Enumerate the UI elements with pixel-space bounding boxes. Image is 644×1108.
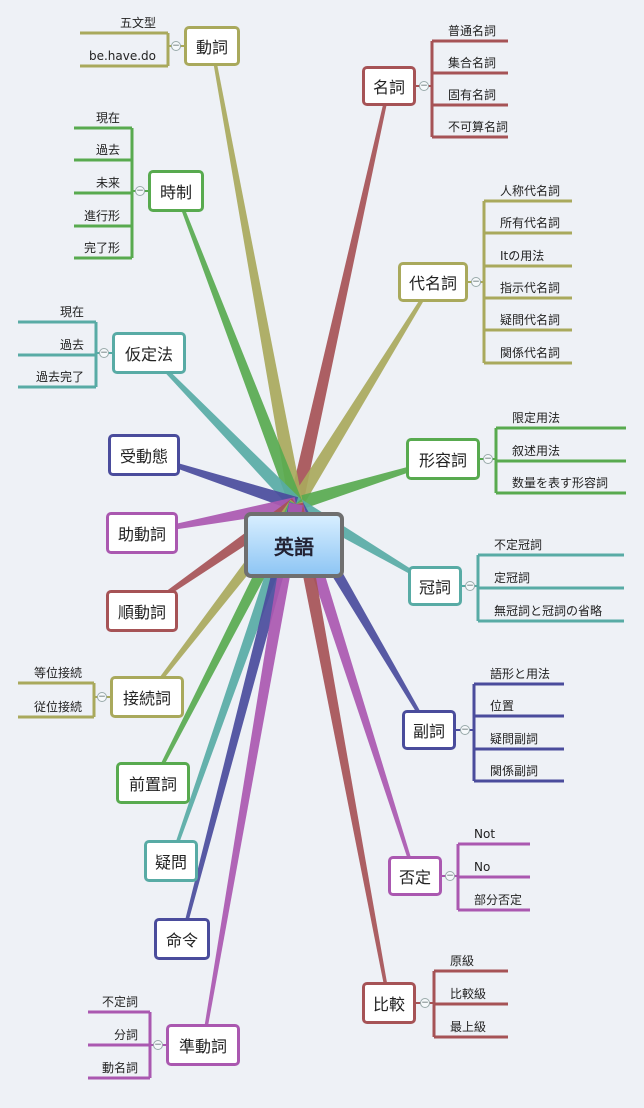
- branch-connector: [289, 85, 391, 506]
- subtopic-item[interactable]: 部分否定: [474, 893, 523, 907]
- subtopic-item[interactable]: 数量を表す形容詞: [512, 476, 609, 490]
- branch-connector: [290, 281, 435, 508]
- collapse-toggle-icon[interactable]: −: [420, 998, 430, 1008]
- subtopic-item[interactable]: 疑問副詞: [490, 732, 539, 746]
- collapse-toggle-icon[interactable]: −: [97, 692, 107, 702]
- topic-node[interactable]: 接続詞: [110, 676, 184, 718]
- branch-connector: [141, 497, 298, 535]
- collapse-toggle-icon[interactable]: −: [465, 581, 475, 591]
- subtopic-item[interactable]: 位置: [490, 699, 515, 713]
- subtopic-item[interactable]: 限定用法: [512, 411, 561, 425]
- subtopic-item[interactable]: 現在: [59, 305, 84, 319]
- subtopic-item[interactable]: 関係副詞: [490, 764, 539, 778]
- subtopic-item[interactable]: 過去完了: [35, 370, 84, 384]
- subtopic-item[interactable]: be.have.do: [88, 49, 156, 63]
- subtopic-item[interactable]: 未来: [95, 176, 120, 190]
- topic-node[interactable]: 仮定法: [112, 332, 186, 374]
- subtopic-item[interactable]: 所有代名詞: [500, 216, 561, 230]
- collapse-toggle-icon[interactable]: −: [135, 186, 145, 196]
- branch-connector: [210, 45, 303, 506]
- central-topic[interactable]: 英語: [244, 512, 344, 578]
- collapse-toggle-icon[interactable]: −: [483, 454, 493, 464]
- subtopic-item[interactable]: 固有名詞: [448, 88, 497, 102]
- subtopic-item[interactable]: 指示代名詞: [500, 281, 561, 295]
- subtopic-item[interactable]: Itの用法: [500, 249, 545, 263]
- topic-node[interactable]: 受動態: [108, 434, 180, 476]
- topic-node[interactable]: 副詞: [402, 710, 456, 750]
- topic-node[interactable]: 命令: [154, 918, 210, 960]
- subtopic-item[interactable]: 過去: [59, 338, 84, 352]
- subtopic-item[interactable]: Not: [474, 827, 496, 841]
- subtopic-item[interactable]: 疑問代名詞: [500, 313, 561, 327]
- subtopic-item[interactable]: 不定詞: [101, 995, 138, 1009]
- branch-connector: [174, 190, 303, 507]
- topic-node[interactable]: 前置詞: [116, 762, 190, 804]
- collapse-toggle-icon[interactable]: −: [99, 348, 109, 358]
- subtopic-item[interactable]: 現在: [95, 111, 120, 125]
- branch-connector: [143, 453, 299, 511]
- subtopic-item[interactable]: 語形と用法: [490, 667, 551, 681]
- collapse-toggle-icon[interactable]: −: [419, 81, 429, 91]
- branch-connector: [289, 502, 391, 1004]
- collapse-toggle-icon[interactable]: −: [153, 1040, 163, 1050]
- topic-node[interactable]: 代名詞: [398, 262, 468, 302]
- branch-connector: [201, 502, 303, 1046]
- subtopic-item[interactable]: 進行形: [83, 209, 120, 223]
- subtopic-item[interactable]: 完了形: [83, 241, 120, 255]
- collapse-toggle-icon[interactable]: −: [460, 725, 470, 735]
- subtopic-item[interactable]: 集合名詞: [448, 56, 497, 70]
- subtopic-item[interactable]: 不定冠詞: [494, 538, 543, 552]
- subtopic-item[interactable]: 人称代名詞: [500, 184, 561, 198]
- topic-node[interactable]: 助動詞: [106, 512, 178, 554]
- subtopic-item[interactable]: 五文型: [119, 16, 156, 30]
- subtopic-item[interactable]: 叙述用法: [512, 444, 561, 458]
- subtopic-item[interactable]: 無冠詞と冠詞の省略: [494, 604, 603, 618]
- branch-connector: [289, 501, 417, 877]
- branch-connector: [147, 352, 301, 509]
- subtopic-item[interactable]: 分詞: [113, 1028, 138, 1042]
- subtopic-item[interactable]: 原級: [450, 954, 475, 968]
- subtopic-item[interactable]: 関係代名詞: [500, 346, 561, 360]
- topic-node[interactable]: 時制: [148, 170, 204, 212]
- topic-node[interactable]: 比較: [362, 982, 416, 1024]
- topic-node[interactable]: 冠詞: [408, 566, 462, 606]
- subtopic-item[interactable]: 普通名詞: [448, 24, 497, 38]
- topic-node[interactable]: 順動詞: [106, 590, 178, 632]
- subtopic-item[interactable]: 過去: [95, 143, 120, 157]
- subtopic-item[interactable]: 従位接続: [33, 700, 82, 714]
- subtopic-item[interactable]: 定冠詞: [494, 571, 531, 585]
- topic-node[interactable]: 動詞: [184, 26, 240, 66]
- subtopic-item[interactable]: 最上級: [450, 1020, 487, 1034]
- collapse-toggle-icon[interactable]: −: [445, 871, 455, 881]
- collapse-toggle-icon[interactable]: −: [171, 41, 181, 51]
- subtopic-item[interactable]: 等位接続: [33, 666, 82, 680]
- subtopic-item[interactable]: 不可算名詞: [448, 120, 509, 134]
- collapse-toggle-icon[interactable]: −: [471, 277, 481, 287]
- topic-node[interactable]: 形容詞: [406, 438, 480, 480]
- topic-node[interactable]: 疑問: [144, 840, 198, 882]
- topic-node[interactable]: 準動詞: [166, 1024, 240, 1066]
- topic-node[interactable]: 名詞: [362, 66, 416, 106]
- subtopic-item[interactable]: 比較級: [450, 987, 487, 1001]
- subtopic-item[interactable]: No: [474, 860, 491, 874]
- topic-node[interactable]: 否定: [388, 856, 442, 896]
- subtopic-item[interactable]: 動名詞: [101, 1061, 138, 1075]
